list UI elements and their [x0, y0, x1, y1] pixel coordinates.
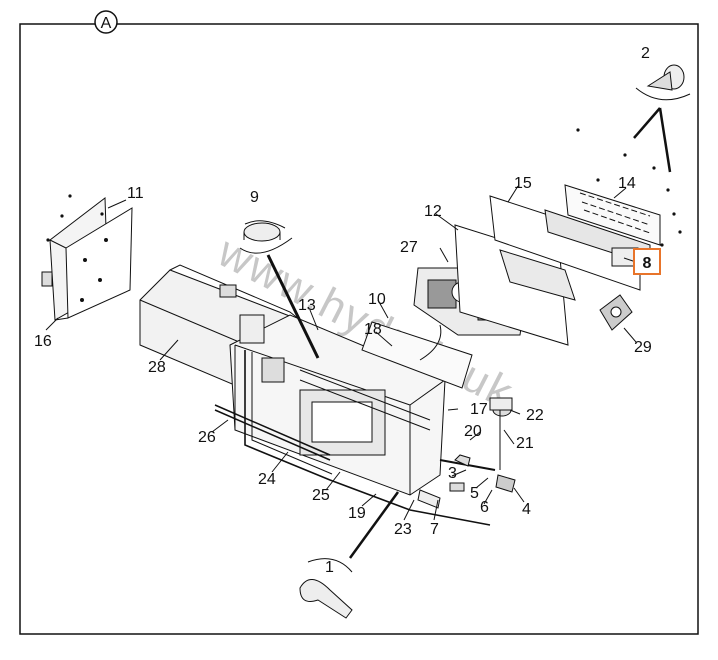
callout-11: 11 — [127, 185, 144, 202]
section-marker: A — [94, 10, 118, 34]
callout-23: 23 — [394, 521, 412, 538]
callout-15: 15 — [514, 175, 532, 192]
part-panels-14-15 — [489, 184, 661, 291]
callout-4: 4 — [522, 501, 531, 518]
callout-1: 1 — [325, 559, 334, 576]
screw-dots — [46, 128, 682, 247]
section-marker-label: A — [101, 15, 112, 32]
part-bracket-11-16 — [41, 197, 133, 321]
callout-29: 29 — [634, 339, 652, 356]
callout-28: 28 — [148, 359, 166, 376]
callout-5: 5 — [470, 485, 479, 502]
callout-17: 17 — [470, 401, 488, 418]
callout-18: 18 — [364, 321, 382, 338]
part-29 — [599, 294, 633, 331]
callout-27: 27 — [400, 239, 418, 256]
callout-25: 25 — [312, 487, 330, 504]
callout-labels: 1 2 3 4 5 6 7 8 9 10 11 12 13 14 15 16 1… — [34, 45, 661, 576]
callout-6: 6 — [480, 499, 489, 516]
callout-21: 21 — [516, 435, 534, 452]
callout-20: 20 — [464, 423, 482, 440]
callout-19: 19 — [348, 505, 366, 522]
leader-lines — [45, 185, 637, 521]
callout-12: 12 — [424, 203, 442, 220]
callout-26: 26 — [198, 429, 216, 446]
callout-7: 7 — [430, 521, 439, 538]
callout-8: 8 — [643, 255, 652, 272]
part-fittings — [417, 397, 516, 509]
part-pin-9 — [239, 220, 320, 359]
callout-2: 2 — [641, 45, 650, 62]
callout-8-highlight[interactable]: 8 — [633, 248, 661, 275]
callout-16: 16 — [34, 333, 52, 350]
callout-10: 10 — [368, 291, 386, 308]
callout-9: 9 — [250, 189, 259, 206]
line-art — [41, 64, 691, 619]
part-tie-1 — [299, 491, 400, 619]
callout-24: 24 — [258, 471, 276, 488]
callout-3: 3 — [448, 465, 457, 482]
callout-22: 22 — [526, 407, 544, 424]
part-plate-10 — [361, 321, 473, 389]
callout-8-box — [633, 248, 661, 275]
diagram-frame — [19, 23, 699, 635]
callout-14: 14 — [618, 175, 636, 192]
callout-13: 13 — [298, 297, 316, 314]
part-bolt-2 — [633, 64, 691, 173]
